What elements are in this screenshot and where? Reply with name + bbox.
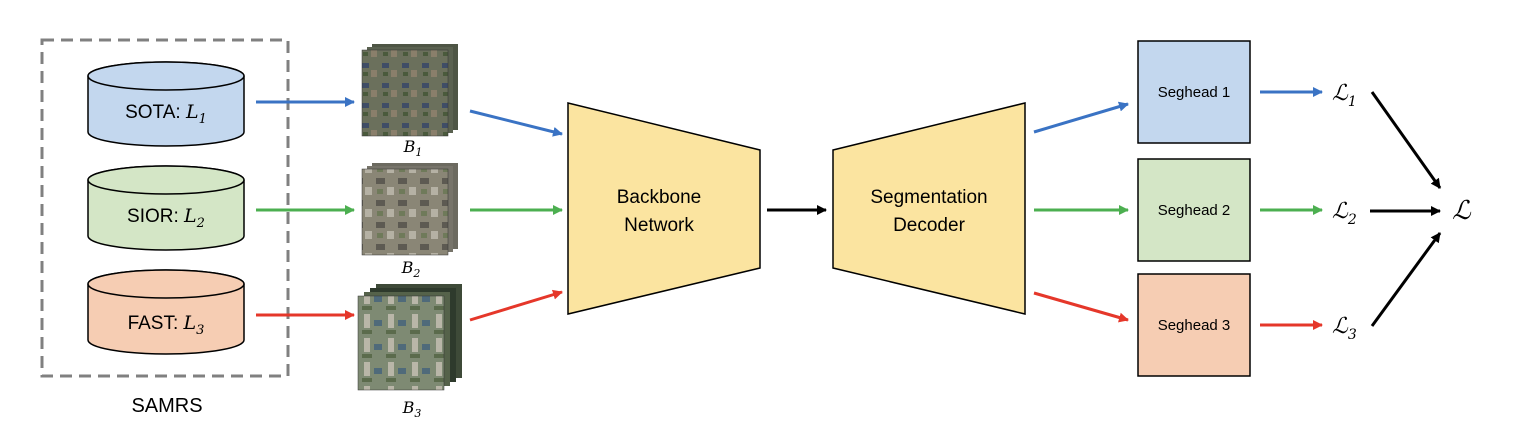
decoder-label: Segmentation [870,187,987,208]
dataset-label-var: L [185,101,199,123]
loss-1-label: ℒ1 [1332,81,1357,110]
arrow-b1-to-backbone [469,109,563,137]
dataset-name: FAST: [128,313,184,334]
batch-label-2: B2 [401,258,421,280]
dataset-cylinder-sior: SIOR: L2 [87,165,245,251]
seghead-2-box [1137,158,1251,262]
dataset-label-var: L [183,205,197,227]
dataset-cylinder-sota: SOTA: L1 [87,61,245,147]
backbone-label: Backbone [617,187,702,208]
decoder-label-line2: Decoder [893,215,965,236]
samrs-group-box [40,38,290,378]
total-loss-label: ℒ [1452,196,1472,226]
dataset-label-idx: 2 [196,216,205,231]
arrow-decoder-to-seghead3 [1033,291,1129,323]
segmentation-decoder-block [832,102,1026,315]
image-batch-1 [361,44,458,137]
dataset-label-idx: 1 [199,112,207,127]
batch-label-3: B3 [402,398,422,420]
seghead-1-box [1137,40,1251,144]
svg-text:SIOR: L2: SIOR: L2 [127,205,205,231]
loss-2-label: ℒ2 [1332,199,1357,228]
seghead-3-label: Seghead 3 [1158,317,1231,334]
dataset-name: SIOR: [127,206,184,227]
arrow-b3-to-backbone [469,289,563,322]
arrow-loss3-to-total [1370,232,1442,327]
seghead-1-label: Seghead 1 [1158,84,1231,101]
svg-text:FAST: L3: FAST: L3 [128,312,205,338]
arrow-decoder-to-seghead1 [1033,101,1129,134]
seghead-3-box [1137,273,1251,377]
dataset-name: SOTA: [125,102,186,123]
dataset-label-var: L [183,312,197,334]
samrs-label: SAMRS [131,395,202,417]
loss-3-label: ℒ3 [1332,314,1357,343]
dataset-cylinder-fast: FAST: L3 [87,269,245,355]
image-batch-2 [361,163,458,256]
dataset-label-idx: 3 [196,323,204,338]
batch-label-1: B1 [403,137,423,159]
seghead-2-label: Seghead 2 [1158,202,1231,219]
arrow-loss1-to-total [1370,91,1442,189]
svg-text:SOTA: L1: SOTA: L1 [125,101,207,127]
image-batch-3 [357,284,462,391]
backbone-network-block [567,102,761,315]
backbone-label-line2: Network [624,215,694,236]
